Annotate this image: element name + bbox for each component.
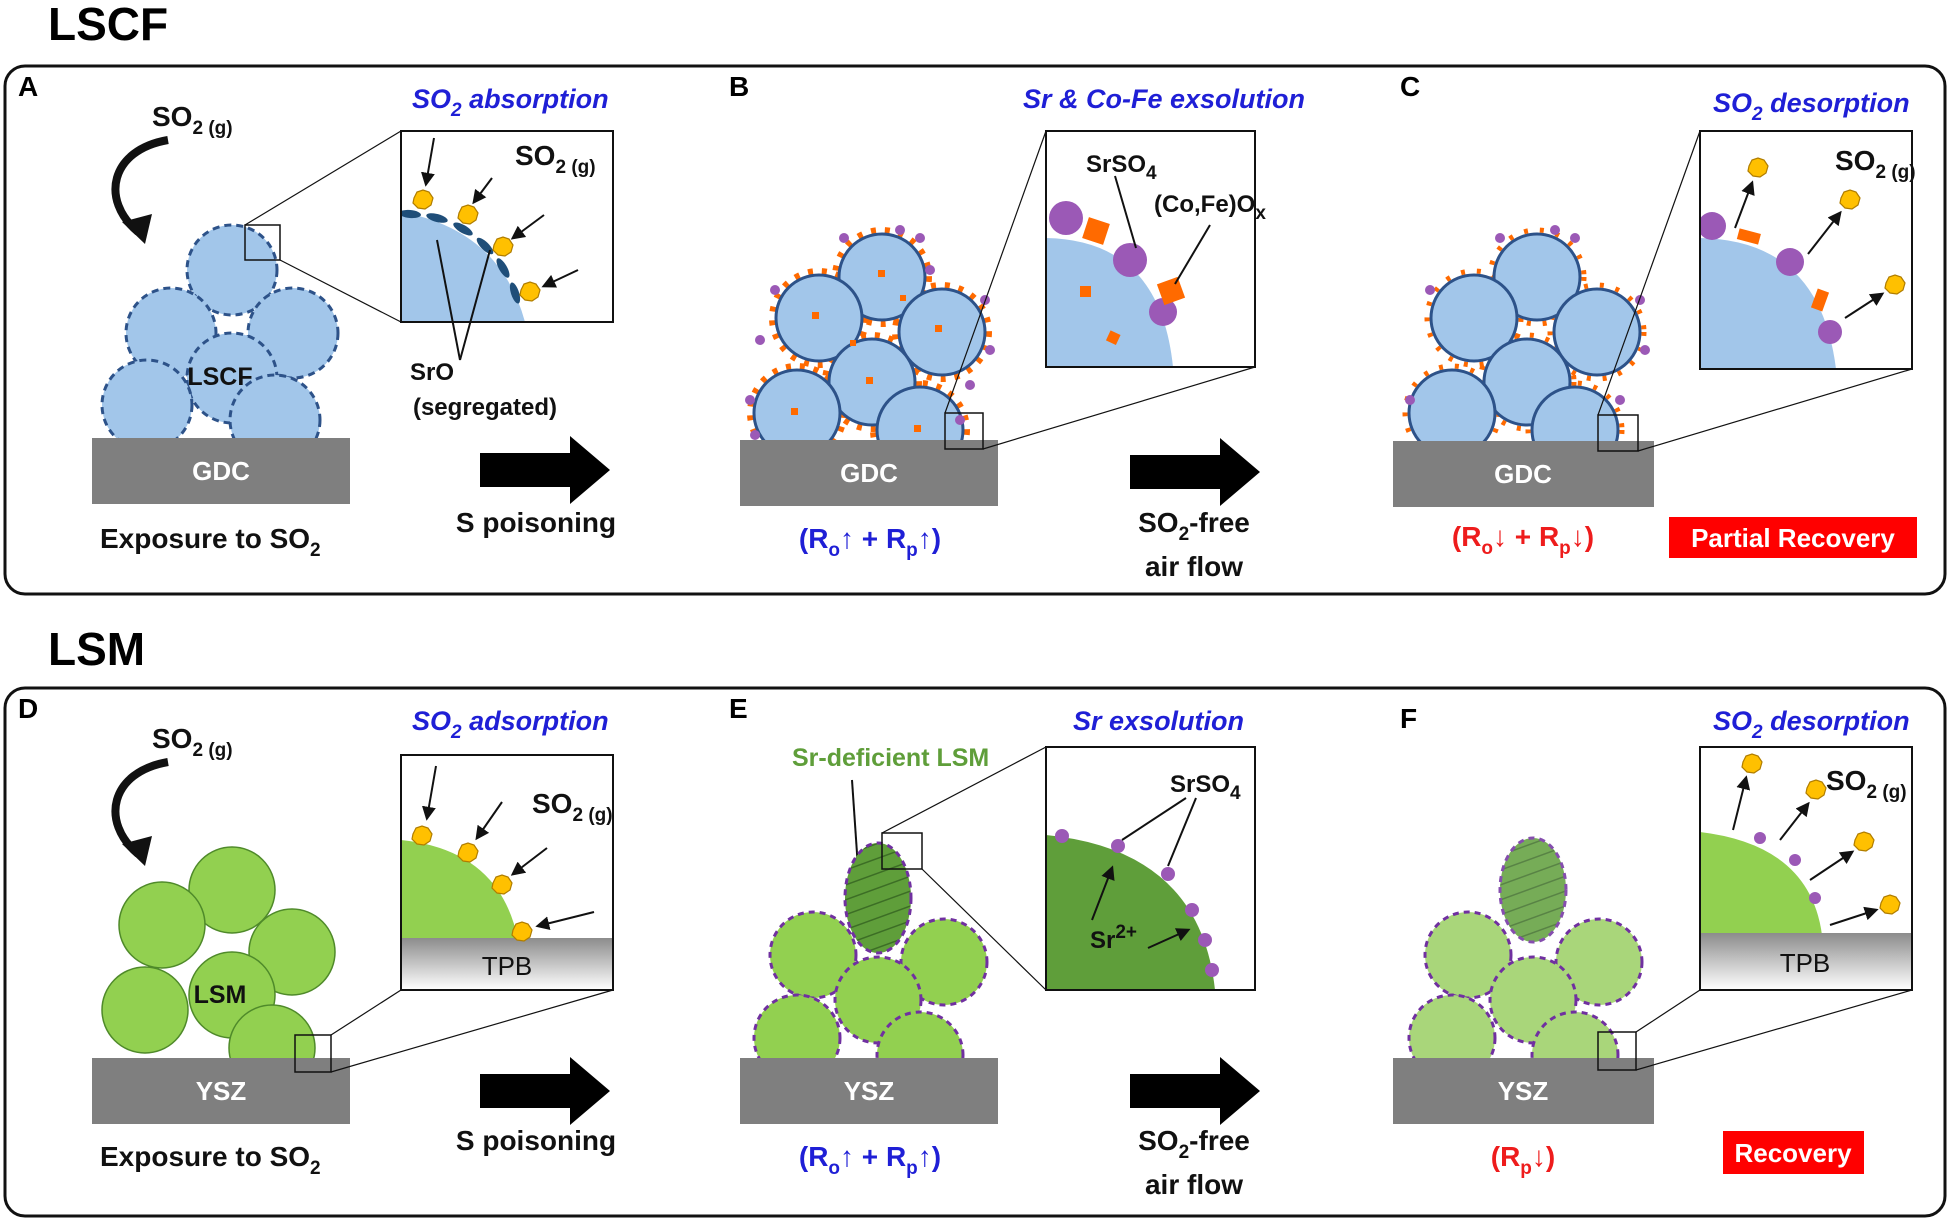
- section-title-lsm: LSM: [48, 623, 145, 675]
- zoom-inset: SO2 (g): [1699, 130, 1916, 370]
- gas-label: SO2 (g): [152, 723, 233, 761]
- inset-label: SrSO4: [1086, 151, 1157, 184]
- particle-label: LSM: [194, 981, 247, 1009]
- panel-caption: (Ro↓ + Rp↓): [1452, 521, 1594, 559]
- panel-caption: (Ro↑ + Rp↑): [799, 523, 941, 561]
- inset-gas-label: SO2 (g): [532, 788, 613, 826]
- zoom-box: [881, 832, 923, 870]
- process-arrow: [1130, 438, 1260, 506]
- substrate: [92, 1058, 350, 1124]
- panel-title: SO2 desorption: [1713, 706, 1910, 743]
- zoom-box: [1597, 414, 1639, 452]
- panel-title: SO2 adsorption: [412, 706, 609, 743]
- gas-label: SO2 (g): [152, 101, 233, 139]
- zoom-box: [244, 224, 281, 261]
- lscf-frame: [3, 64, 1947, 596]
- panel-letter: D: [18, 693, 38, 724]
- panel-letter: B: [729, 71, 749, 102]
- panel-caption: (Ro↑ + Rp↑): [799, 1141, 941, 1179]
- note-line-1: SrO: [410, 359, 454, 386]
- status-badge: [1723, 1131, 1864, 1174]
- process-arrow: [1130, 1057, 1260, 1125]
- arrow-label: SO2-free: [1138, 1125, 1250, 1163]
- process-arrow: [480, 1057, 610, 1125]
- panel-title: SO2 absorption: [412, 84, 609, 121]
- panel-title: SO2 desorption: [1713, 88, 1910, 125]
- substrate-label: YSZ: [1498, 1076, 1549, 1106]
- substrate-label: YSZ: [196, 1076, 247, 1106]
- panel-letter: E: [729, 693, 748, 724]
- zoom-box: [1597, 1031, 1637, 1071]
- section-title-lscf: LSCF: [48, 0, 168, 50]
- panel-b: B Sr & Co-Fe exsolution: [729, 71, 1305, 561]
- inset-label: Sr2+: [1090, 922, 1137, 954]
- panel-e: E Sr exsolution Sr-deficient LSM YSZ (Ro…: [729, 693, 1256, 1179]
- note-line-2: (segregated): [413, 394, 557, 421]
- panel-letter: F: [1400, 703, 1417, 734]
- substrate: [1393, 1058, 1654, 1124]
- lsm-frame: [3, 686, 1947, 1218]
- arrow-label-line2: air flow: [1145, 1169, 1243, 1200]
- panel-caption: Exposure to SO2: [100, 523, 321, 561]
- zoom-box: [294, 1034, 332, 1073]
- arrow-label-line2: air flow: [1145, 551, 1243, 582]
- status-badge: [1669, 517, 1917, 558]
- inset-base-label: TPB: [1780, 948, 1831, 978]
- lscf-particles-exsolved: [745, 225, 995, 480]
- lscf-particles-recovered: [1402, 225, 1650, 480]
- zoom-inset: SrSO4 (Co,Fe)Ox: [1045, 130, 1266, 368]
- curved-arrow: [111, 758, 169, 858]
- panel-title: Sr & Co-Fe exsolution: [1023, 84, 1305, 114]
- zoom-inset: TPB SO2 (g): [400, 754, 614, 991]
- panel-caption: Exposure to SO2: [100, 1141, 321, 1179]
- process-arrow: [480, 436, 610, 504]
- status-badge-label: Partial Recovery: [1691, 523, 1895, 553]
- arrow-label: S poisoning: [456, 1125, 616, 1156]
- panel-f: F SO2 desorption YSZ (Rp↓) Recovery: [1393, 703, 1913, 1179]
- inset-base-label: TPB: [482, 951, 533, 981]
- zoom-box: [944, 412, 984, 450]
- substrate-label: YSZ: [844, 1076, 895, 1106]
- zoom-inset: SO2 (g): [400, 130, 614, 323]
- inset-gas-label: SO2 (g): [1835, 145, 1916, 183]
- arrow-label: SO2-free: [1138, 507, 1250, 545]
- zoom-inset: TPB SO2 (g): [1699, 746, 1913, 991]
- panel-d: D SO2 adsorption SO2 (g) LSM YSZ Exposur…: [18, 693, 614, 1179]
- substrate: [740, 440, 998, 506]
- lsm-particles: [101, 846, 336, 1092]
- panel-title: Sr exsolution: [1073, 706, 1244, 736]
- inset-gas-label: SO2 (g): [515, 140, 596, 178]
- lscf-particles: [100, 223, 340, 467]
- note-label: Sr-deficient LSM: [792, 744, 989, 772]
- status-badge-label: Recovery: [1734, 1138, 1852, 1168]
- substrate: [740, 1058, 998, 1124]
- panel-a: A SO2 absorption SO2 (g) LSCF GDC Exposu…: [18, 71, 614, 561]
- substrate: [1393, 441, 1654, 507]
- zoom-inset: SrSO4 Sr2+: [1045, 746, 1256, 991]
- substrate: [92, 438, 350, 504]
- panel-caption: (Rp↓): [1491, 1141, 1555, 1179]
- panel-c: C SO2 desorption GDC (Ro↓ + Rp↓) Partial: [1393, 71, 1917, 559]
- panel-letter: A: [18, 71, 38, 102]
- inset-label: (Co,Fe)Ox: [1154, 191, 1266, 224]
- substrate-label: GDC: [840, 458, 898, 488]
- substrate-label: GDC: [192, 456, 250, 486]
- substrate-label: GDC: [1494, 459, 1552, 489]
- particle-label: LSCF: [187, 363, 252, 391]
- curved-arrow: [111, 136, 169, 236]
- panel-letter: C: [1400, 71, 1420, 102]
- inset-gas-label: SO2 (g): [1826, 765, 1907, 803]
- inset-label: SrSO4: [1170, 771, 1241, 804]
- arrow-label: S poisoning: [456, 507, 616, 538]
